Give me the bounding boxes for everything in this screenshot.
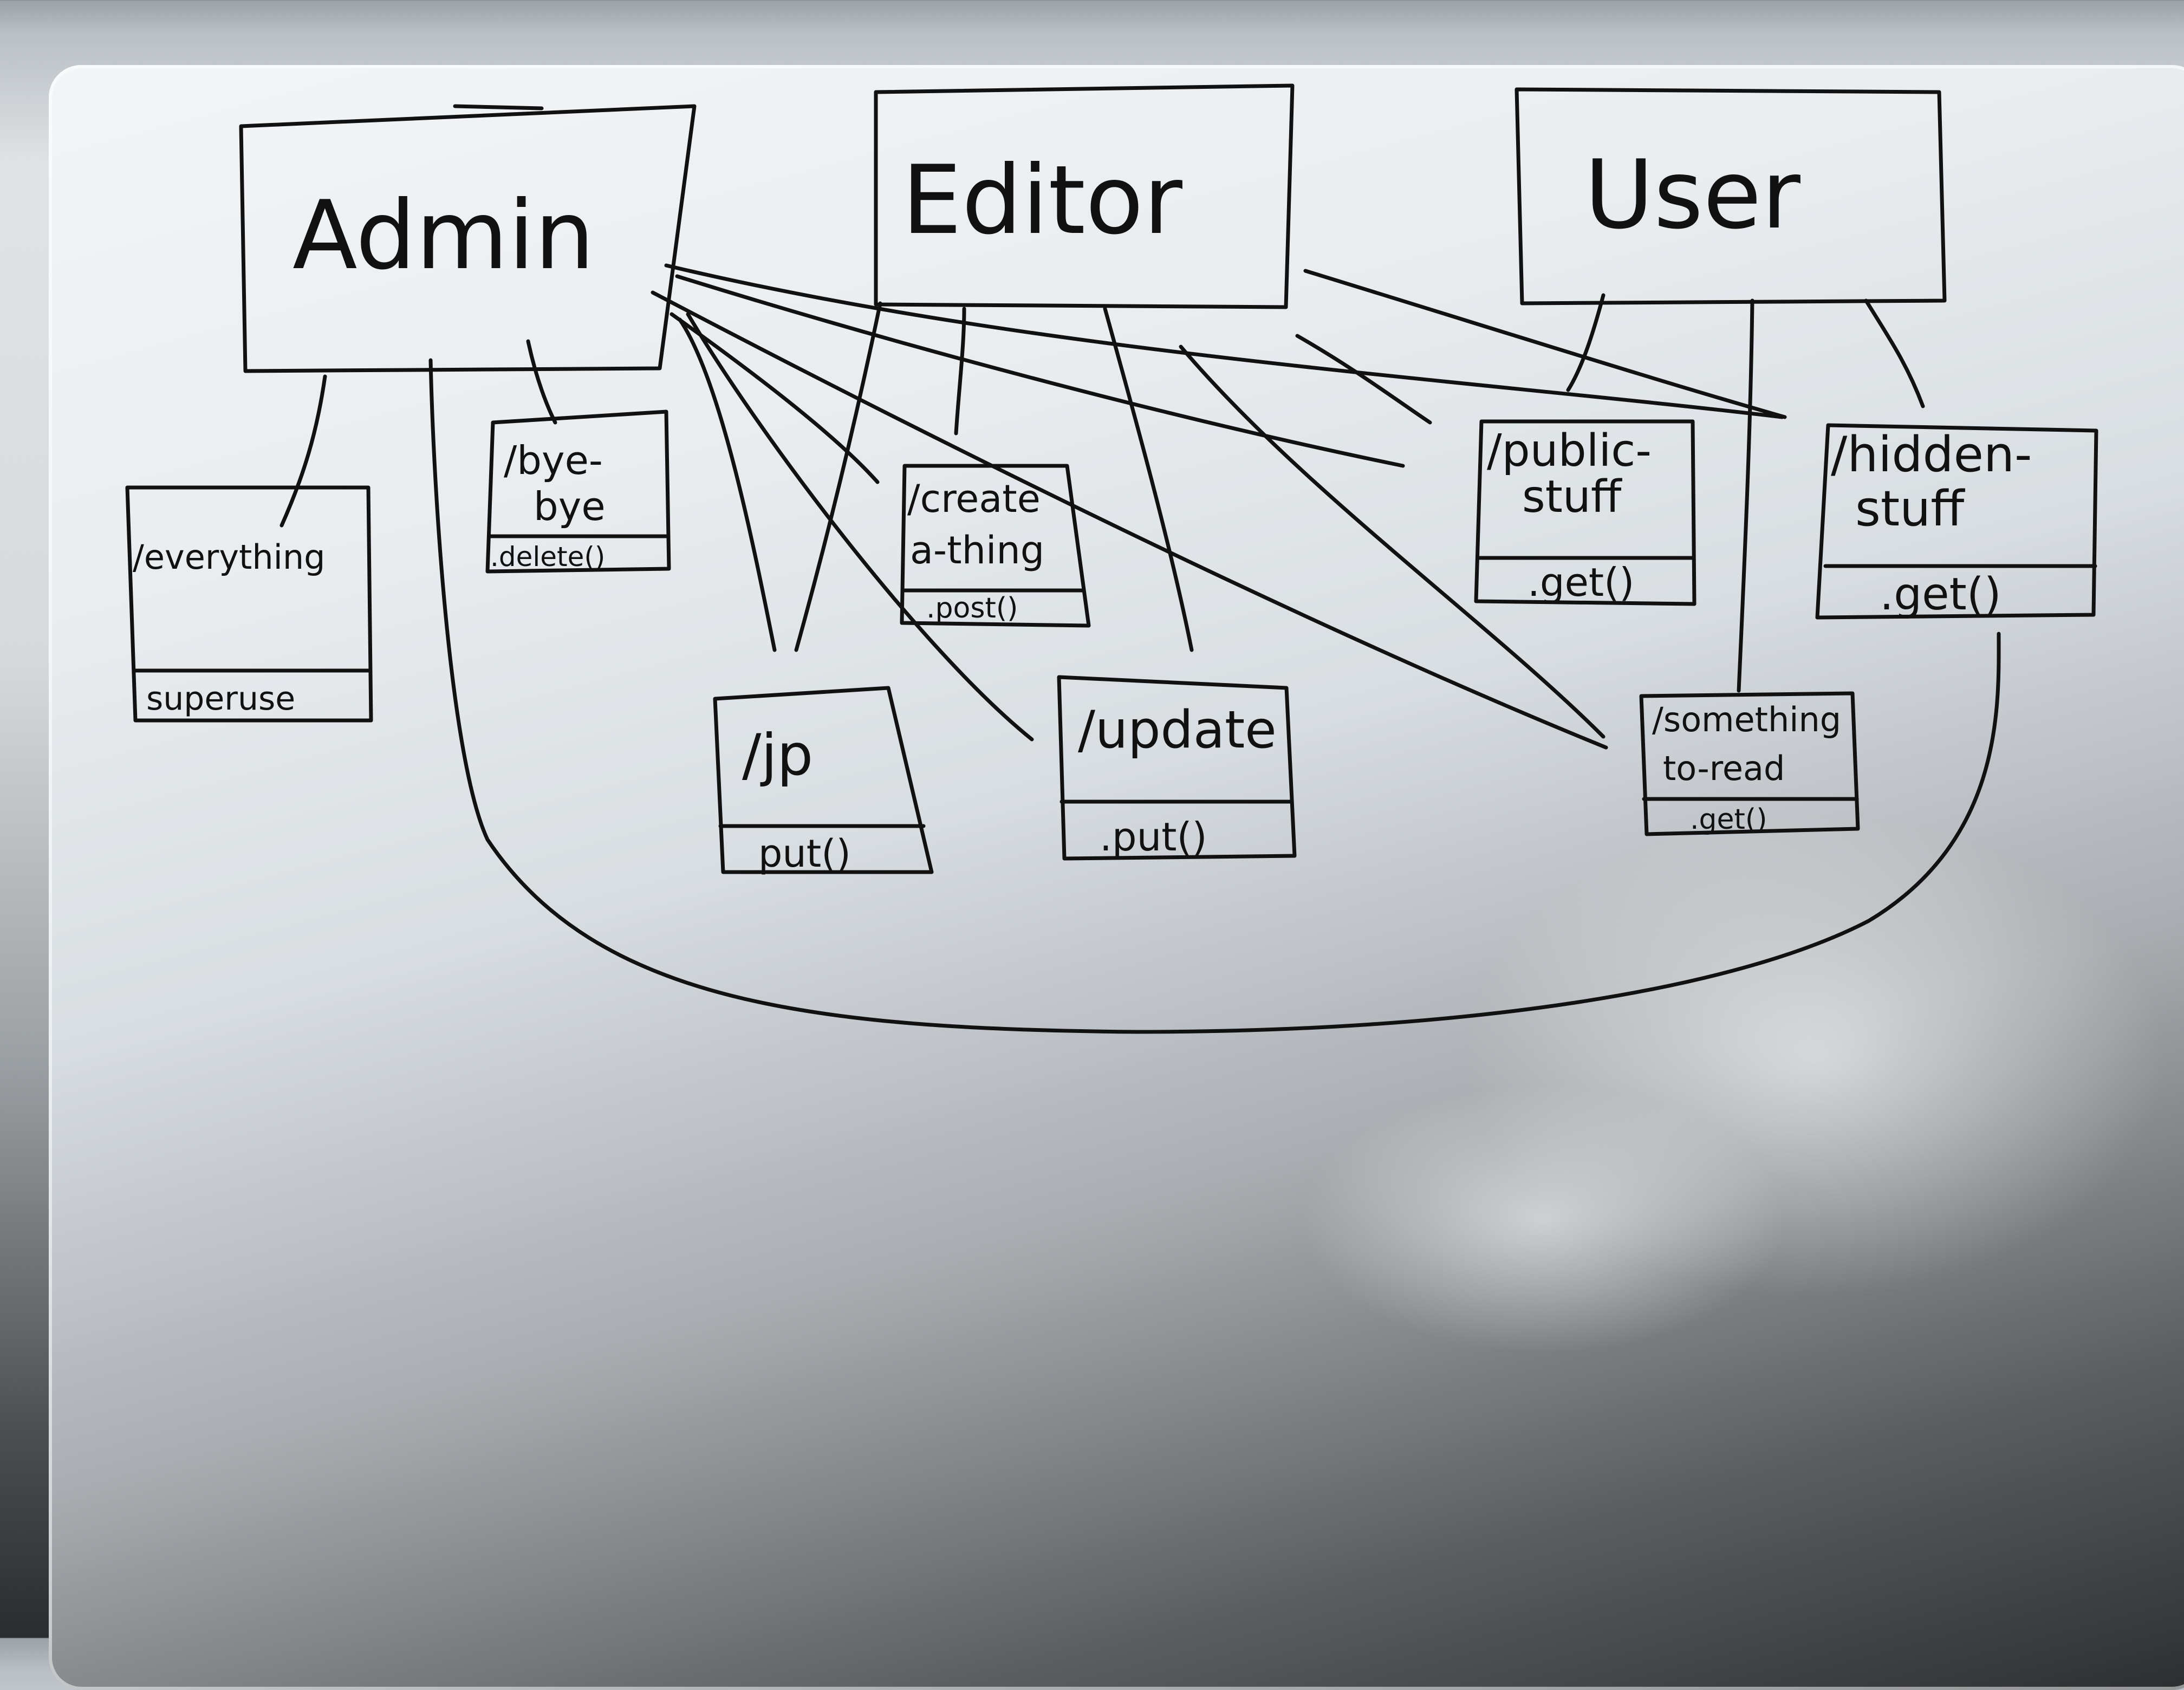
endpoint-path: /update — [1078, 700, 1277, 760]
endpoint-everything: /everything superuse — [125, 485, 373, 723]
endpoint-path: /hidden- — [1831, 426, 2032, 483]
endpoint-path: /bye- — [504, 438, 603, 483]
endpoint-path: /everything — [133, 537, 326, 577]
endpoint-path: /public- — [1487, 425, 1652, 477]
access-diagram: Admin Editor User /everything superuse /… — [125, 83, 2098, 1034]
connector-admin-public — [675, 274, 1405, 468]
connector-admin-hidden — [664, 263, 1784, 419]
connector-admin-update — [686, 312, 1034, 742]
connector-editor-update — [1103, 307, 1194, 652]
endpoint-public-stuff: /public- stuff .get() — [1474, 419, 1696, 606]
endpoint-path: /something — [1652, 700, 1841, 739]
connector-editor-public — [1295, 334, 1432, 425]
connector-admin-loop — [428, 358, 2001, 1034]
connector-admin-create — [670, 312, 880, 484]
connector-editor-create — [954, 307, 966, 435]
endpoint-path: stuff — [1855, 480, 1965, 537]
connector-admin-something — [651, 290, 1608, 750]
connector-admin-everything — [280, 374, 327, 528]
endpoint-hidden-stuff: /hidden- stuff .get() — [1815, 423, 2098, 620]
endpoint-method: superuse — [146, 680, 295, 718]
endpoint-update: /update .put() — [1057, 675, 1297, 861]
endpoint-method: .post() — [926, 592, 1018, 625]
role-label-editor: Editor — [902, 146, 1182, 256]
role-label-user: User — [1584, 140, 1800, 250]
connector-admin-bye-bye — [526, 339, 557, 425]
endpoint-jp: /jp put() — [713, 686, 934, 876]
role-label-admin: Admin — [292, 181, 595, 291]
role-box-admin: Admin — [239, 104, 697, 373]
endpoint-path: bye — [534, 484, 606, 529]
connector-user-something — [1737, 298, 1754, 693]
endpoint-bye-bye: /bye- bye .delete() — [485, 410, 671, 574]
endpoint-method: .get() — [1528, 560, 1634, 605]
endpoint-method: .put() — [1100, 814, 1207, 860]
endpoint-method: .get() — [1880, 569, 2001, 620]
endpoint-method: .get() — [1690, 803, 1767, 836]
light-reflection — [1300, 1083, 1787, 1354]
endpoint-path: stuff — [1522, 471, 1623, 523]
endpoint-method: .delete() — [490, 541, 605, 573]
connector-editor-jp — [794, 301, 882, 652]
endpoint-method: put() — [758, 831, 851, 876]
endpoint-path: a-thing — [910, 528, 1044, 573]
connector-user-hidden — [1864, 298, 1925, 408]
connector-editor-something — [1179, 344, 1606, 739]
endpoint-something-to-read: /something to-read .get() — [1639, 691, 1860, 836]
connector-admin-jp — [678, 317, 777, 652]
connector-user-public — [1566, 293, 1606, 392]
endpoint-path: /jp — [742, 722, 813, 788]
endpoint-path: /create — [907, 477, 1041, 521]
endpoint-path: to-read — [1663, 749, 1785, 788]
role-box-user: User — [1514, 87, 1947, 306]
connector-editor-hidden — [1303, 269, 1787, 419]
connector-lines — [280, 263, 2001, 1034]
role-box-editor: Editor — [874, 83, 1295, 309]
endpoint-create-a-thing: /create a-thing .post() — [900, 464, 1091, 628]
